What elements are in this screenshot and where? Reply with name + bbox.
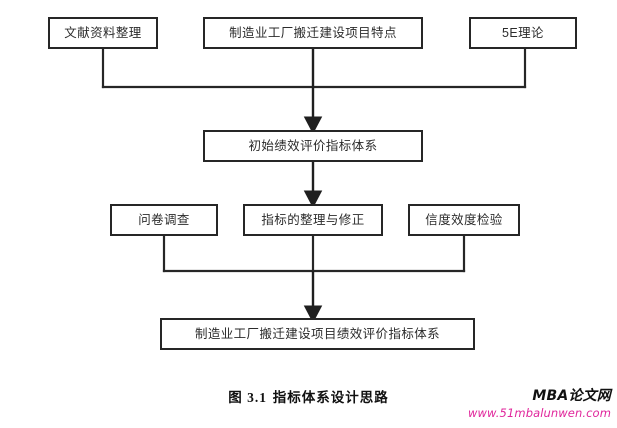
node-label: 信度效度检验: [425, 212, 503, 227]
node-final-index-system[interactable]: 制造业工厂搬迁建设项目绩效评价指标体系: [160, 318, 475, 350]
node-label: 制造业工厂搬迁建设项目特点: [229, 25, 397, 40]
figure-caption-number: 图 3.1: [228, 390, 268, 405]
node-label: 初始绩效评价指标体系: [248, 138, 378, 153]
watermark: MBA论文网 www.51mbalunwen.com: [465, 388, 611, 420]
node-reliability-validity-test[interactable]: 信度效度检验: [408, 204, 520, 236]
watermark-url: www.51mbalunwen.com: [468, 405, 611, 420]
node-label: 5E理论: [502, 25, 544, 40]
node-five-e-theory[interactable]: 5E理论: [469, 17, 577, 49]
connector-row3-bus: [162, 234, 466, 273]
node-index-revision[interactable]: 指标的整理与修正: [243, 204, 383, 236]
node-questionnaire-survey[interactable]: 问卷调查: [110, 204, 218, 236]
node-label: 文献资料整理: [64, 25, 142, 40]
node-project-characteristics[interactable]: 制造业工厂搬迁建设项目特点: [203, 17, 423, 49]
watermark-title: MBA论文网: [532, 388, 611, 404]
figure-caption-text: 指标体系设计思路: [272, 390, 389, 406]
node-label: 指标的整理与修正: [261, 212, 365, 227]
node-initial-index-system[interactable]: 初始绩效评价指标体系: [203, 130, 423, 162]
figure-caption: 图 3.1 指标体系设计思路: [0, 386, 617, 406]
node-label: 问卷调查: [138, 212, 190, 227]
node-label: 制造业工厂搬迁建设项目绩效评价指标体系: [194, 326, 441, 341]
node-literature-review[interactable]: 文献资料整理: [48, 17, 158, 49]
